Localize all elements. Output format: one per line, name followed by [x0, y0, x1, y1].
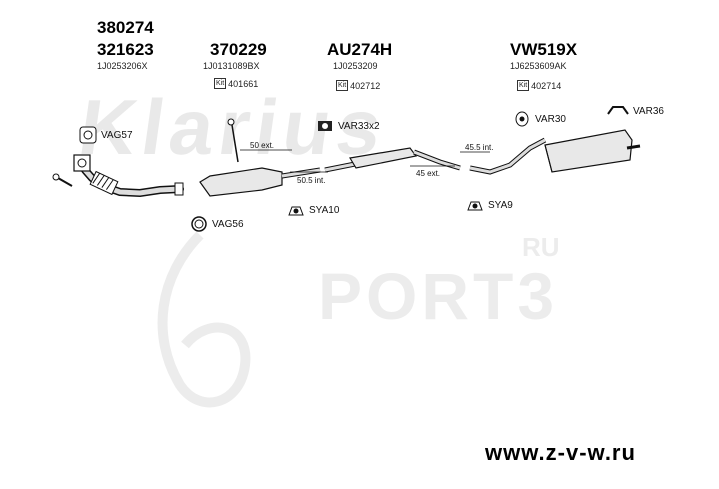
accessory-var30[interactable]: VAR30 [513, 110, 566, 128]
oem-1J6253609AK: 1J6253609AK [510, 61, 567, 71]
kit-401661[interactable]: Kit 401661 [214, 78, 258, 89]
center-muffler[interactable] [324, 147, 461, 173]
part-number-AU274H[interactable]: AU274H [327, 40, 393, 59]
rear-muffler[interactable] [469, 129, 641, 175]
part-number-321623[interactable]: 321623 [97, 40, 154, 59]
clamp-icon [318, 121, 332, 131]
accessory-sya10[interactable]: SYA10 [287, 201, 339, 219]
accessory-vag56[interactable]: VAG56 [190, 215, 244, 233]
kit-number: 402712 [350, 80, 381, 91]
kit-402712[interactable]: Kit 402712 [336, 80, 380, 91]
part-number-380274[interactable]: 380274 [97, 18, 154, 37]
kit-number: 401661 [228, 78, 259, 89]
accessory-var36[interactable]: VAR36 [607, 104, 664, 118]
dimension-50-ext: 50 ext. [250, 141, 275, 150]
watermark-ru: RU [522, 232, 560, 262]
dimension-50-5-int: 50.5 int. [297, 176, 326, 185]
part-number-VW519X[interactable]: VW519X [510, 40, 578, 59]
gasket-icon [79, 126, 97, 144]
footer-url[interactable]: www.z-v-w.ru [485, 440, 636, 465]
dimension-45-5-int: 45.5 int. [465, 143, 494, 152]
part-number-370229[interactable]: 370229 [210, 40, 267, 59]
kit-badge: Kit [336, 80, 349, 91]
bracket-icon [607, 106, 629, 115]
accessory-var33[interactable]: VAR33x2 [316, 117, 380, 135]
rubber-mount-icon [467, 201, 483, 211]
front-pipe[interactable] [81, 166, 184, 198]
dimension-45-ext: 45 ext. [416, 169, 441, 178]
kit-badge: Kit [214, 78, 227, 89]
accessory-vag57[interactable]: VAG57 [79, 126, 133, 144]
oem-1J0253209: 1J0253209 [333, 61, 378, 71]
kit-badge: Kit [517, 80, 530, 91]
oem-1J0131089BX: 1J0131089BX [203, 61, 260, 71]
dimension-markers [240, 149, 490, 173]
manifold-flange[interactable] [73, 154, 91, 172]
hanger-icon [515, 111, 529, 127]
kit-402714[interactable]: Kit 402714 [517, 80, 561, 91]
oem-1J0253206X: 1J0253206X [97, 61, 148, 71]
kit-number: 402714 [531, 80, 562, 91]
lambda-sensor-left[interactable] [52, 173, 73, 187]
lambda-sensor-cat[interactable] [227, 118, 239, 163]
ring-gasket-icon [191, 216, 207, 232]
accessory-sya9[interactable]: SYA9 [466, 196, 513, 214]
rubber-mount-icon [288, 206, 304, 216]
catalytic-converter[interactable] [199, 167, 321, 197]
watermark-logo-swirl [157, 231, 251, 408]
watermark-port: PORT3 [318, 259, 559, 333]
